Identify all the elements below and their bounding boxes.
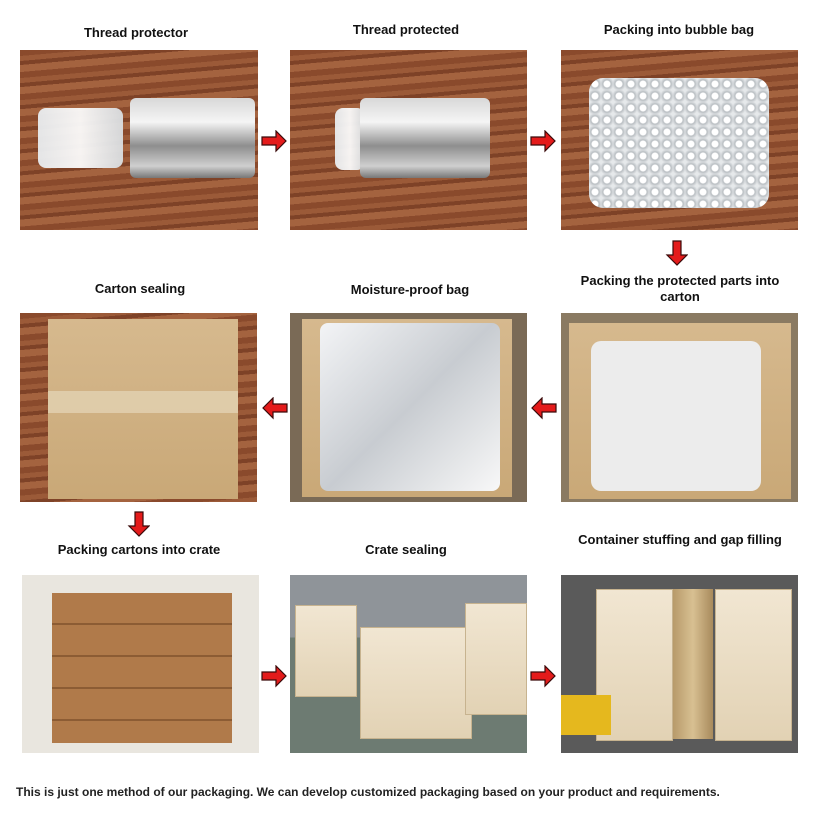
arrow-right-icon [530, 665, 556, 687]
photo-container-stuffing [561, 575, 798, 753]
photo-moisture-proof-bag [290, 313, 527, 502]
step-caption-thread-protected: Thread protected [352, 22, 460, 37]
photo-thread-protected [290, 50, 527, 230]
step-caption-thread-protector: Thread protector [83, 25, 188, 40]
step-caption-cartons-into-crate: Packing cartons into crate [57, 542, 221, 557]
step-caption-carton-sealing: Carton sealing [94, 281, 186, 296]
step-caption-container-stuffing: Container stuffing and gap filling [578, 532, 782, 547]
arrow-down-icon [666, 240, 688, 266]
photo-packing-into-carton [561, 313, 798, 502]
arrow-left-icon [262, 397, 288, 419]
photo-carton-sealing [20, 313, 257, 502]
arrow-right-icon [261, 130, 287, 152]
step-caption-moisture-proof-bag: Moisture-proof bag [350, 282, 470, 297]
arrow-down-icon [128, 511, 150, 537]
arrow-right-icon [530, 130, 556, 152]
arrow-right-icon [261, 665, 287, 687]
photo-crate-sealing [290, 575, 527, 753]
arrow-left-icon [531, 397, 557, 419]
step-caption-packing-into-carton: Packing the protected parts into carton [580, 273, 780, 304]
photo-bubble-bag [561, 50, 798, 230]
packaging-note: This is just one method of our packaging… [16, 785, 720, 799]
step-caption-crate-sealing: Crate sealing [365, 542, 447, 557]
photo-thread-protector [20, 50, 258, 230]
step-caption-bubble-bag: Packing into bubble bag [603, 22, 755, 37]
photo-cartons-into-crate [22, 575, 259, 753]
